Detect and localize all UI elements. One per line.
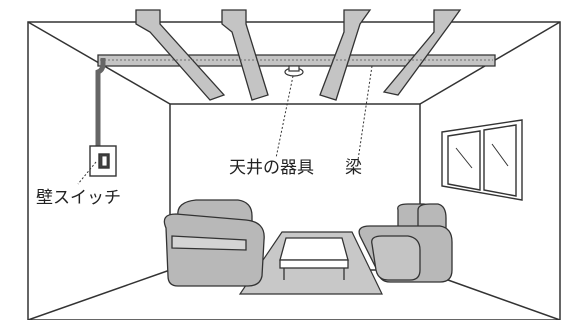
wiring-conduit xyxy=(95,58,106,150)
label-ceiling-fixture: 天井の器具 xyxy=(229,158,314,178)
wall-switch-plate xyxy=(89,145,117,177)
joist-3 xyxy=(319,9,372,101)
ceiling-light-fixture xyxy=(284,65,304,77)
window xyxy=(441,119,523,201)
coffee-table xyxy=(279,237,349,280)
ceiling-beams xyxy=(97,9,496,101)
label-beam: 梁 xyxy=(345,158,362,178)
window-glare-2 xyxy=(491,143,509,167)
corner-bottom-left xyxy=(27,269,171,321)
joist-1 xyxy=(135,9,226,101)
cross-beam xyxy=(97,54,496,67)
left-sofa xyxy=(163,199,265,287)
joist-4 xyxy=(382,9,462,96)
window-glare-1 xyxy=(455,147,473,169)
joist-2 xyxy=(221,9,269,101)
right-sofa xyxy=(358,203,453,283)
leader-switch xyxy=(77,161,97,185)
leader-fixture xyxy=(275,75,294,159)
label-wall-switch: 壁スイッチ xyxy=(36,188,121,208)
